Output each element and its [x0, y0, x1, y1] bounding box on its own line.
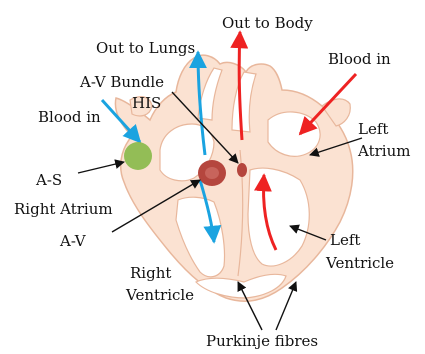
- label-right-atrium: Right Atrium: [14, 200, 113, 218]
- label-right-ventricle-1: Right: [130, 264, 171, 282]
- label-left-ventricle-1: Left: [330, 231, 360, 249]
- label-blood-in-right: Blood in: [328, 50, 391, 68]
- label-purkinje: Purkinje fibres: [206, 332, 318, 350]
- left-atrium-cavity: [268, 112, 320, 156]
- label-blood-in-left: Blood in: [38, 108, 101, 126]
- av-node-inner: [205, 167, 219, 179]
- label-out-to-body: Out to Body: [222, 14, 313, 32]
- label-out-to-lungs: Out to Lungs: [96, 39, 195, 57]
- as-pointer: [78, 162, 124, 173]
- label-av-bundle: A-V Bundle: [79, 73, 164, 91]
- label-right-ventricle-2: Ventricle: [125, 286, 194, 304]
- label-left-atrium-2: Atrium: [357, 142, 410, 160]
- label-av: A-V: [59, 232, 87, 250]
- label-his: HIS: [132, 94, 161, 112]
- his-bundle: [237, 163, 247, 177]
- label-left-ventricle-2: Ventricle: [325, 254, 394, 272]
- label-left-atrium-1: Left: [358, 120, 388, 138]
- sa-node: [124, 142, 152, 170]
- label-as: A-S: [35, 171, 62, 189]
